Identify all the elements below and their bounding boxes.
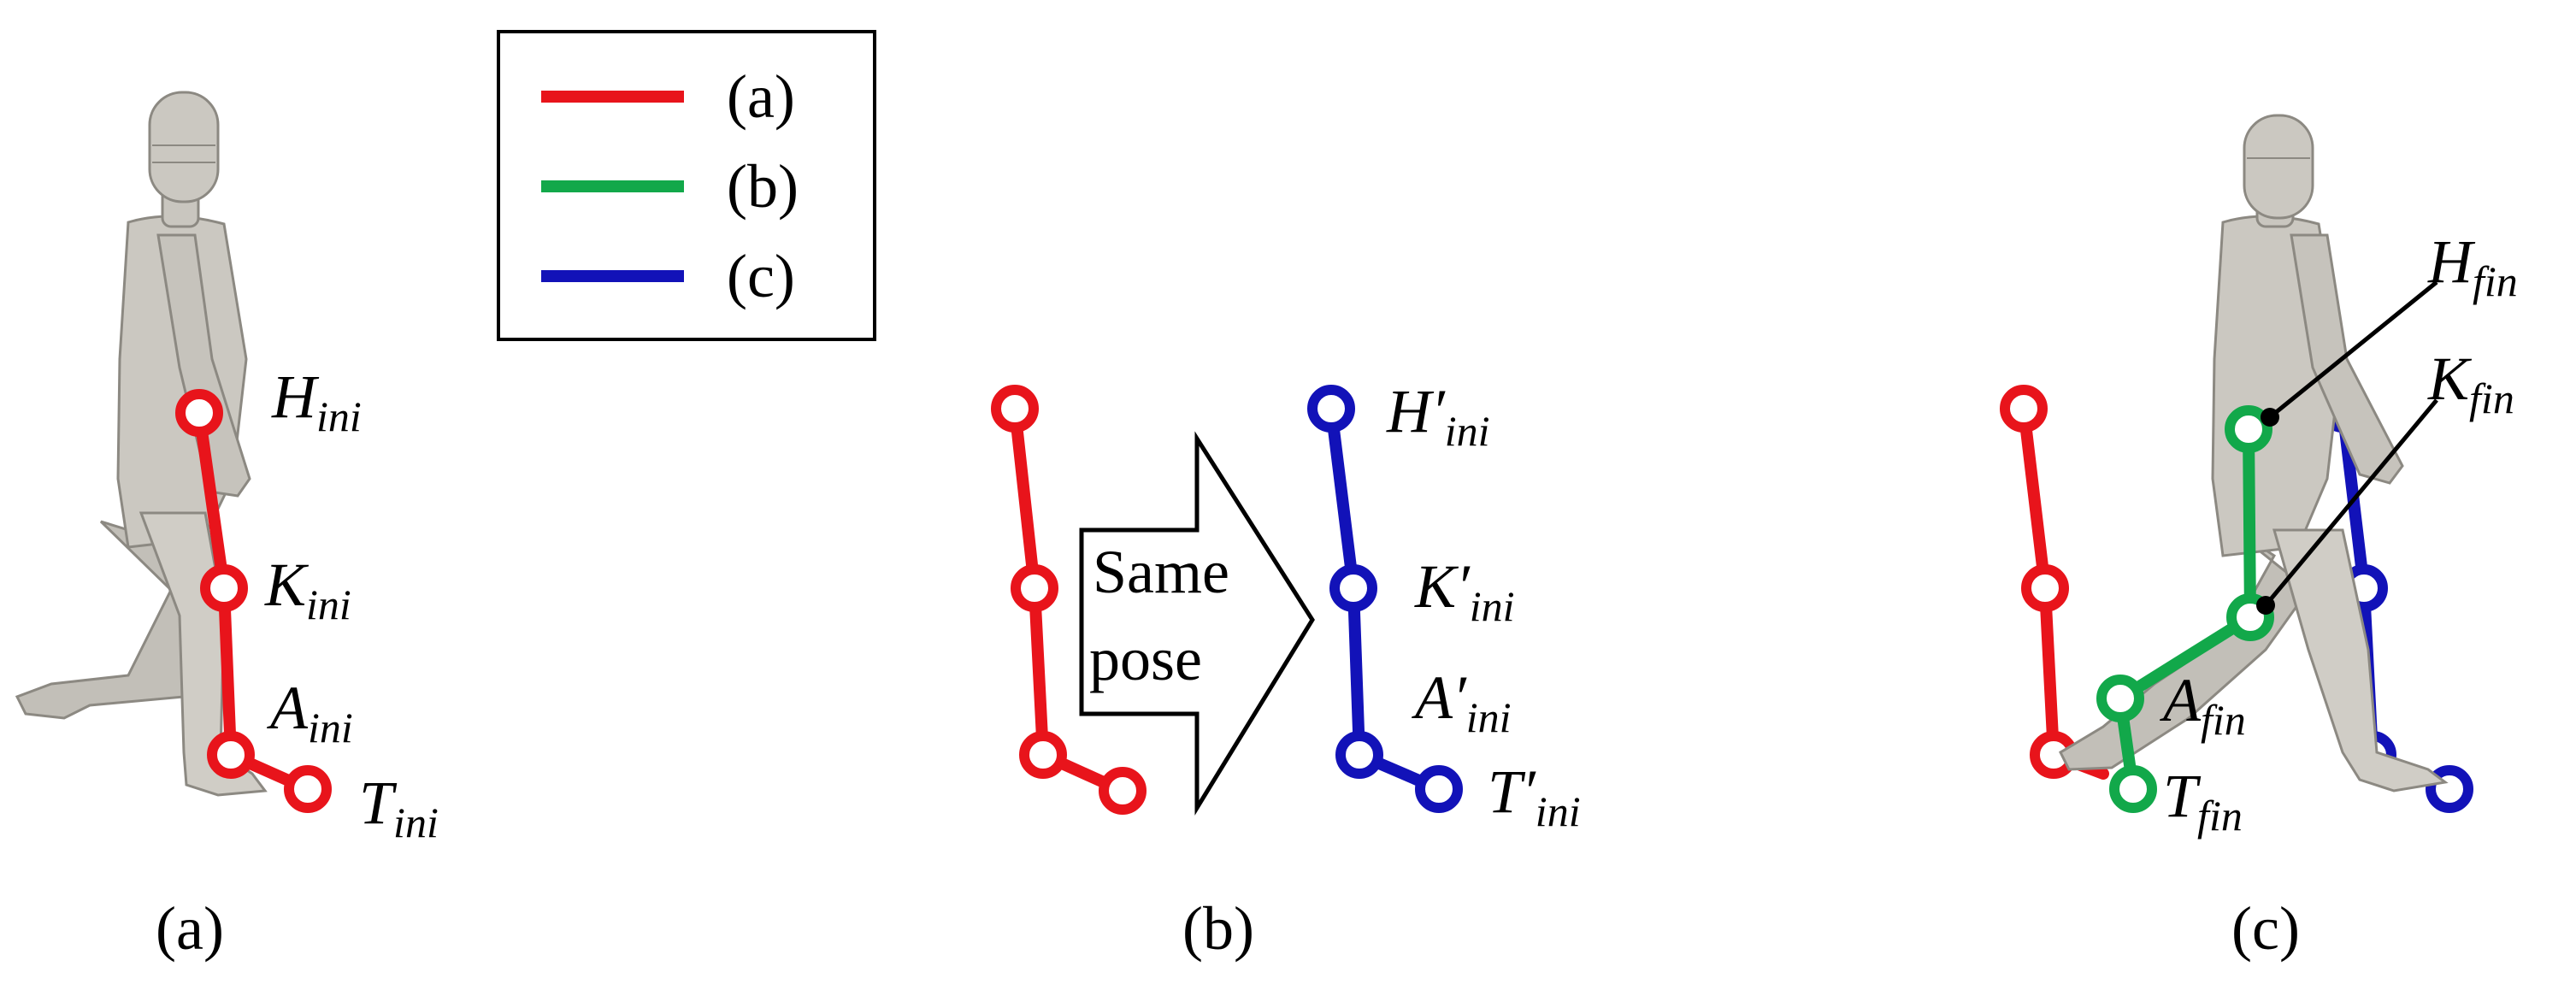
legend-label-c: (c) [727, 242, 795, 310]
knee-joint-b-red [1011, 564, 1058, 612]
label-h-ini-prime: H′ini [1386, 377, 1490, 455]
legend-label-a: (a) [727, 62, 795, 131]
arrow-text-line1: Same [1093, 538, 1229, 606]
panel-a: Hini Kini Aini Tini (a) [15, 91, 439, 963]
toe-joint-b-blue [1415, 765, 1463, 813]
ankle-joint-b-red [1019, 731, 1067, 779]
label-h-fin: Hfin [2427, 227, 2518, 305]
caption-a: (a) [156, 894, 224, 963]
callout-lines [2256, 280, 2438, 615]
toe-joint-b-red [1099, 767, 1147, 815]
callout-dot-k-fin [2256, 596, 2275, 615]
arrow-shape [1079, 431, 1315, 816]
label-k-fin: Kfin [2427, 345, 2514, 422]
hip-joint-c-green [2225, 405, 2272, 453]
hip-joint-c-red [2000, 385, 2048, 433]
callout-dot-h-fin [2261, 408, 2279, 427]
label-a-ini-a: Aini [267, 674, 353, 751]
arrow-text-line2: pose [1089, 625, 1202, 693]
callout-line-k-fin [2264, 398, 2438, 607]
toe-joint-a [284, 765, 332, 813]
knee-joint-c-red [2021, 564, 2069, 612]
caption-c: (c) [2231, 894, 2300, 963]
panel-b: Same pose H′ini K′ini A′ini T′ini (b) [991, 377, 1581, 963]
caption-b: (b) [1182, 894, 1254, 963]
label-h-ini-a: Hini [271, 362, 362, 440]
legend: (a) (b) (c) [497, 30, 876, 341]
toe-joint-c-green [2109, 765, 2157, 813]
label-a-fin: Afin [2160, 666, 2246, 744]
label-k-ini-prime: K′ini [1414, 552, 1515, 630]
ankle-joint-b-blue [1335, 731, 1383, 779]
panel-c: Hfin Kfin Afin Tfin (c) [2000, 114, 2518, 963]
mannequin-figure-c [2059, 114, 2449, 793]
label-t-ini-prime: T′ini [1488, 757, 1581, 835]
ankle-joint-c-green [2096, 675, 2144, 722]
label-a-ini-prime: A′ini [1412, 663, 1512, 741]
hip-joint-b-blue [1307, 385, 1355, 433]
label-t-fin: Tfin [2163, 762, 2243, 840]
ankle-joint-a [207, 731, 255, 779]
hip-joint-a [175, 389, 223, 437]
hip-joint-b-red [991, 385, 1039, 433]
legend-label-b: (b) [727, 152, 799, 221]
label-k-ini-a: Kini [264, 551, 351, 628]
label-t-ini-a: Tini [359, 769, 439, 846]
same-pose-arrow: Same pose [1079, 431, 1315, 816]
callout-line-h-fin [2268, 280, 2438, 419]
knee-joint-b-blue [1329, 564, 1377, 612]
knee-joint-a [200, 564, 248, 612]
